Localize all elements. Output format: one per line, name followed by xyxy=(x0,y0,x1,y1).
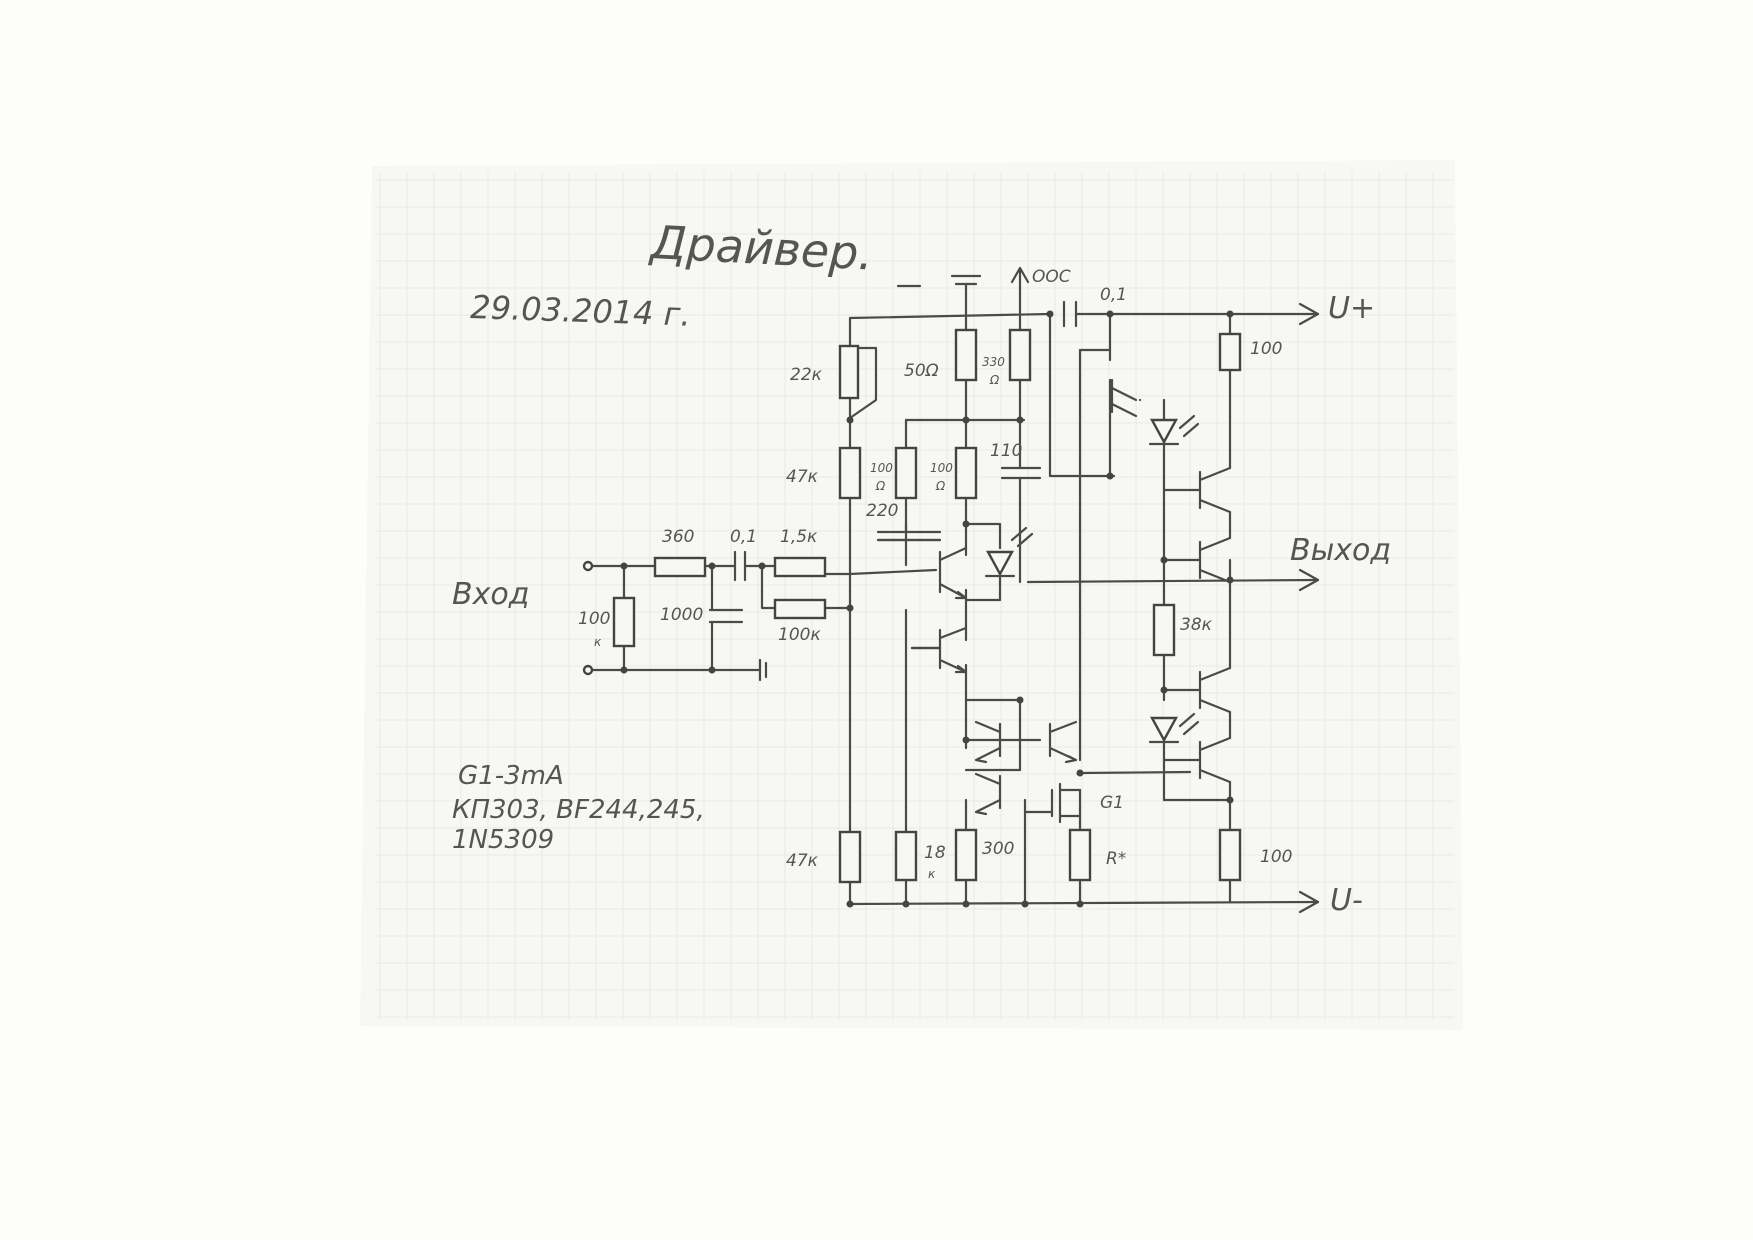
resistor-22k xyxy=(838,344,860,400)
label-r-100ohm-b-unit: Ω xyxy=(935,479,946,493)
label-r-1-5k: 1,5к xyxy=(780,527,818,547)
led-3 xyxy=(1149,716,1179,743)
transistor-output-upper-a xyxy=(1198,466,1232,514)
resistor-47k-top xyxy=(838,446,862,500)
label-r-100ohm-a-unit: Ω xyxy=(875,479,886,493)
resistors xyxy=(612,328,1242,884)
label-r-100-top: 100 xyxy=(1250,339,1282,359)
transistor-output-upper-b xyxy=(1198,536,1232,584)
label-r-in-100k-unit: к xyxy=(594,635,602,649)
led-2 xyxy=(1149,418,1179,445)
fet-g1 xyxy=(1050,782,1082,824)
resistor-r-star xyxy=(1068,828,1092,882)
label-r-47k-bottom: 47к xyxy=(786,851,819,871)
transistor-output-lower-a xyxy=(1198,666,1232,714)
transistors xyxy=(910,378,1232,824)
resistor-47k-bottom xyxy=(838,830,862,884)
resistor-100k xyxy=(773,598,827,620)
label-r-300: 300 xyxy=(982,839,1014,859)
v-plus-label: U+ xyxy=(1328,291,1375,326)
label-r-100ohm-b: 100 xyxy=(930,461,953,475)
transistor-driver-top xyxy=(1110,378,1138,418)
label-r-18k: 18 xyxy=(924,843,946,863)
label-c-0-1-feedback: 0,1 xyxy=(1100,285,1127,305)
note-line-1: G1-3mA xyxy=(458,761,564,791)
transistor-mirror-left-bottom xyxy=(974,772,1002,816)
label-r-360: 360 xyxy=(662,527,694,547)
transistor-mirror-right xyxy=(1048,720,1078,764)
diagram-date: 29.03.2014 г. xyxy=(470,288,692,334)
resistor-50ohm xyxy=(954,328,978,382)
part-notes: G1-3mA КП303, BF244,245, 1N5309 xyxy=(452,761,705,855)
label-c-0-1-input: 0,1 xyxy=(730,527,757,547)
label-c-110: 110 xyxy=(990,441,1022,461)
capacitor-1000 xyxy=(708,608,744,624)
paper-sheet xyxy=(360,160,1463,1030)
label-r-22k: 22к xyxy=(790,365,823,385)
note-line-3: 1N5309 xyxy=(452,825,554,855)
transistor-output-lower-b xyxy=(1198,736,1232,784)
label-r-100-bottom: 100 xyxy=(1260,847,1292,867)
resistor-100k-input xyxy=(612,596,636,648)
input-label: Вход xyxy=(452,577,529,612)
resistor-360 xyxy=(653,556,707,578)
leds xyxy=(984,414,1200,744)
transistor-mirror-left-top xyxy=(974,720,1002,764)
note-line-2: КП303, BF244,245, xyxy=(452,795,705,825)
resistor-100ohm-b xyxy=(954,446,978,500)
resistor-100-top xyxy=(1218,332,1242,372)
label-c-1000: 1000 xyxy=(660,605,703,625)
label-r-38k: 38к xyxy=(1180,615,1213,635)
capacitor-110 xyxy=(1000,466,1042,480)
resistor-100ohm-a xyxy=(894,446,918,500)
transistor-input xyxy=(938,546,968,600)
v-minus-label: U- xyxy=(1330,883,1363,918)
output-label: Выход xyxy=(1290,533,1391,568)
label-r-50ohm: 50Ω xyxy=(904,361,939,381)
resistor-300 xyxy=(954,828,978,882)
label-r-100k: 100к xyxy=(778,625,821,645)
label-r-100ohm-a: 100 xyxy=(870,461,893,475)
label-r-47k-top: 47к xyxy=(786,467,819,487)
resistor-100-bottom xyxy=(1218,828,1242,882)
top-ground-symbols xyxy=(896,274,982,288)
feedback-label: ООС xyxy=(1032,267,1071,287)
label-r-330-unit: Ω xyxy=(989,373,1000,387)
led-1 xyxy=(985,550,1015,577)
resistor-1-5k xyxy=(773,556,827,578)
input-terminals xyxy=(582,560,594,676)
capacitor-220 xyxy=(876,530,942,542)
label-c-220: 220 xyxy=(866,501,898,521)
label-r-in-100k: 100 xyxy=(578,609,610,629)
component-labels: 100 к 1000 360 0,1 1,5к 100к 22к 47к 47к… xyxy=(578,285,1292,881)
resistor-18k xyxy=(894,830,918,882)
label-g1: G1 xyxy=(1100,793,1124,813)
diagram-title: Драйвер. xyxy=(647,215,874,281)
junction-dots xyxy=(620,310,1234,908)
label-r-star: R* xyxy=(1106,849,1126,869)
label-r-18k-unit: к xyxy=(928,867,936,881)
resistor-330ohm xyxy=(1008,328,1032,382)
resistor-38k xyxy=(1152,603,1176,657)
label-r-330: 330 xyxy=(982,355,1005,369)
